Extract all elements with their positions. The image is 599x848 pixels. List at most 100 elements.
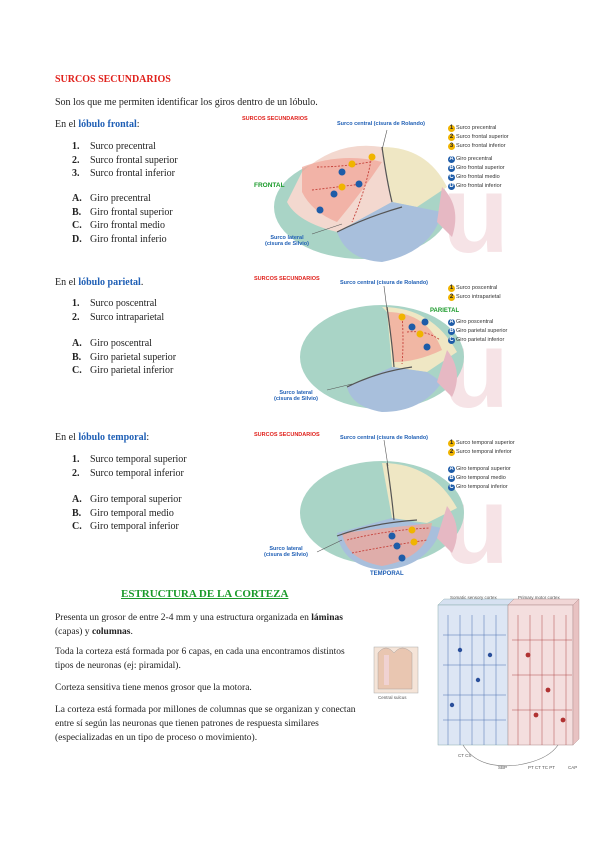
item-text: Giro parietal inferior: [90, 365, 174, 376]
item-text: Giro parietal superior: [90, 351, 177, 363]
legend-letter: B: [448, 475, 455, 482]
legend-number: 1: [448, 285, 455, 292]
bold-term-laminas: láminas: [311, 613, 343, 623]
cortex-paragraph-1: Presenta un grosor de entre 2-4 mm y una…: [55, 611, 355, 639]
paragraph-text: .: [130, 627, 133, 637]
brain-illustration: u: [300, 285, 509, 422]
temporal-suffix: :: [146, 432, 150, 443]
item-number: 2.: [72, 154, 80, 166]
legend-letter: C: [448, 337, 455, 344]
item-number: 2.: [72, 311, 80, 323]
item-text: Giro frontal superior: [90, 206, 173, 218]
item-text: Giro temporal inferior: [90, 521, 179, 532]
list-item: B. Giro parietal superior: [72, 351, 176, 365]
cortex-paragraph-4: La corteza está formada por millones de …: [55, 705, 356, 743]
parietal-gyri-list: A.Giro poscentral B. Giro parietal superi…: [72, 337, 176, 378]
item-letter: A.: [72, 193, 82, 204]
cortex-columns-figure: Somatic sensory cortex Primary motor cor…: [368, 595, 588, 775]
legend-text: Giro parietal superior: [456, 328, 508, 334]
legend-text: Surco poscentral: [456, 285, 498, 291]
list-item: D.Giro frontal inferio: [72, 233, 173, 247]
list-item: 2.Surco intraparietal: [72, 311, 164, 325]
sensory-cortex-label: Somatic sensory cortex: [450, 595, 497, 600]
central-sulcus-label: Surco central (cisura de Rolando): [337, 121, 426, 127]
item-letter: D.: [72, 233, 82, 245]
item-letter: A.: [72, 494, 82, 505]
temporal-lobe-name: lóbulo temporal: [78, 432, 147, 443]
bold-term-columnas: columnas: [91, 627, 131, 637]
list-item: C.Giro parietal inferior: [72, 364, 176, 378]
cortex-paragraph-3: Corteza sensitiva tiene menos grosor que…: [55, 683, 252, 693]
item-text: Giro temporal superior: [90, 494, 182, 505]
list-item: 2.Surco frontal superior: [72, 154, 178, 168]
legend-number: 2: [448, 134, 455, 141]
page-heading: SURCOS SECUNDARIOS: [55, 74, 171, 85]
legend-text: Surco intraparietal: [456, 294, 501, 300]
figure-title: SURCOS SECUNDARIOS: [254, 432, 320, 438]
parietal-prefix: En el: [55, 277, 79, 288]
frontal-intro: En el lóbulo frontal:: [55, 118, 140, 131]
legend-letter: C: [448, 174, 455, 181]
figure-title: SURCOS SECUNDARIOS: [254, 276, 320, 282]
central-sulcus-label: Surco central (cisura de Rolando): [340, 435, 429, 441]
temporal-brain-figure: u SURCOS SECUNDARIOS Surco central (cisu…: [242, 428, 542, 583]
legend-letter: C: [448, 484, 455, 491]
frontal-gyri-list: A. Giro precentral B.Giro frontal superio…: [72, 192, 173, 246]
list-item: B.Giro frontal superior: [72, 206, 173, 220]
paragraph-text: (capas) y: [55, 627, 92, 637]
parietal-suffix: .: [140, 277, 144, 288]
intro-text: Son los que me permiten identificar los …: [55, 97, 318, 108]
legend-text: Giro precentral: [456, 156, 493, 162]
frontal-prefix: En el: [55, 119, 79, 130]
legend-text: Surco temporal inferior: [456, 449, 512, 455]
item-text: Giro frontal medio: [90, 220, 165, 231]
parietal-brain-figure: u SURCOS SECUNDARIOS Surco central (cisu…: [242, 272, 542, 422]
central-sulcus-inset-label: Central sulcus: [378, 695, 407, 700]
item-text: Giro precentral: [90, 193, 151, 204]
frontal-lobe-name: lóbulo frontal: [78, 119, 137, 130]
item-text: Giro poscentral: [90, 338, 152, 349]
frontal-suffix: :: [136, 119, 140, 130]
list-item: 1.Surco poscentral: [72, 297, 164, 311]
item-letter: B.: [72, 351, 82, 363]
item-text: Surco poscentral: [90, 298, 157, 309]
bottom-right-label-b: PT CT TC PT: [528, 765, 556, 770]
list-item: A. Giro temporal superior: [72, 493, 182, 507]
legend-text: Surco temporal superior: [456, 440, 515, 446]
legend-text: Giro frontal inferior: [456, 183, 502, 189]
legend-letter: A: [448, 319, 455, 326]
list-item: A.Giro poscentral: [72, 337, 176, 351]
legend-number: 2: [448, 294, 455, 301]
legend-text: Surco frontal superior: [456, 134, 509, 140]
legend-text: Surco precentral: [456, 125, 497, 131]
legend-text: Giro poscentral: [456, 319, 494, 325]
cortex-heading: ESTRUCTURA DE LA CORTEZA: [121, 588, 289, 600]
temporal-sulci-list: 1.Surco temporal superior 2.Surco tempor…: [72, 453, 187, 480]
temporal-gyri-list: A.Giro temporal superior B.Giro temporal…: [72, 493, 182, 534]
list-item: 1.Surco temporal superior: [72, 453, 187, 467]
list-item: C.Giro frontal medio: [72, 219, 173, 233]
frontal-brain-figure: u SURCOS SECUNDARIOS Surco central (cisu…: [242, 112, 542, 274]
legend-text: Giro temporal superior: [456, 466, 511, 472]
parietal-intro: En el lóbulo parietal.: [55, 276, 143, 289]
legend-text: Giro temporal medio: [456, 475, 506, 481]
brain-illustration: u: [274, 129, 509, 274]
item-text: Surco temporal inferior: [90, 467, 184, 479]
item-number: 3.: [72, 168, 80, 179]
legend-text: Giro temporal inferior: [456, 484, 508, 490]
legend-letter: B: [448, 165, 455, 172]
bottom-left-label: CT CS: [458, 753, 472, 758]
lobe-label: PARIETAL: [430, 308, 460, 314]
brain-illustration: u: [300, 439, 509, 583]
